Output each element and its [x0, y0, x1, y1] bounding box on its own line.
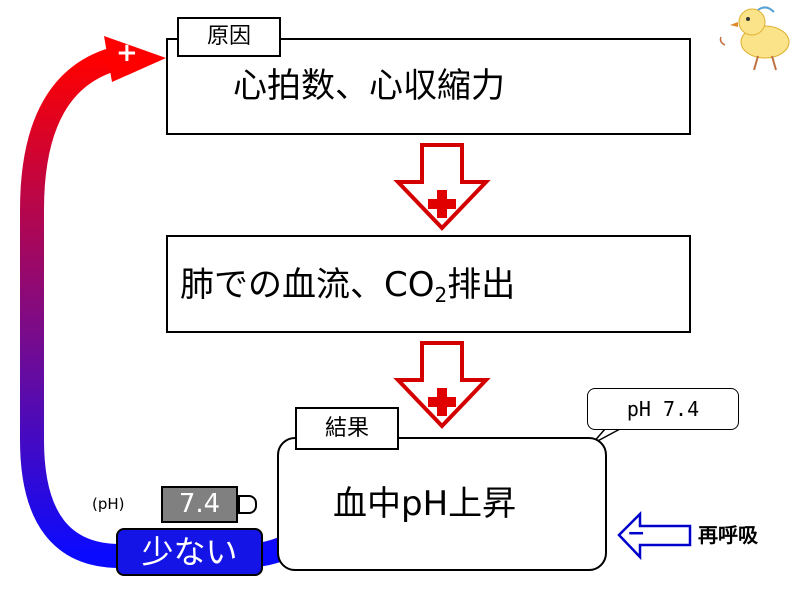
lung-box [166, 235, 691, 333]
down-arrow-2 [393, 341, 491, 429]
lung-text-subscript: 2 [434, 283, 448, 307]
chick-illustration [719, 6, 790, 71]
cause-tag: 原因 [177, 17, 281, 57]
respiration-label: 再呼吸 [698, 523, 758, 547]
low-label: 少ない [116, 528, 263, 576]
respiration-arrow-icon [617, 510, 692, 561]
result-text: 血中pH上昇 [333, 484, 517, 524]
ph-meter-cap [238, 495, 257, 514]
lung-text-main: 肺での血流、CO [180, 265, 435, 305]
lung-text-tail: 排出 [447, 265, 516, 305]
down-arrow-1 [393, 143, 491, 231]
respiration-minus-sign: − [627, 521, 646, 546]
result-tag: 結果 [295, 407, 399, 450]
lung-text: 肺での血流、CO2排出 [180, 265, 515, 315]
result-box [277, 437, 607, 571]
ph-meter-value: 7.4 [161, 486, 238, 523]
feedback-plus-sign: + [116, 38, 138, 68]
cause-text: 心拍数、心収縮力 [233, 66, 505, 106]
ph-unit-label: (pH) [92, 495, 125, 513]
ph-callout: pH 7.4 [587, 388, 739, 430]
feedback-arrowhead [104, 36, 166, 82]
